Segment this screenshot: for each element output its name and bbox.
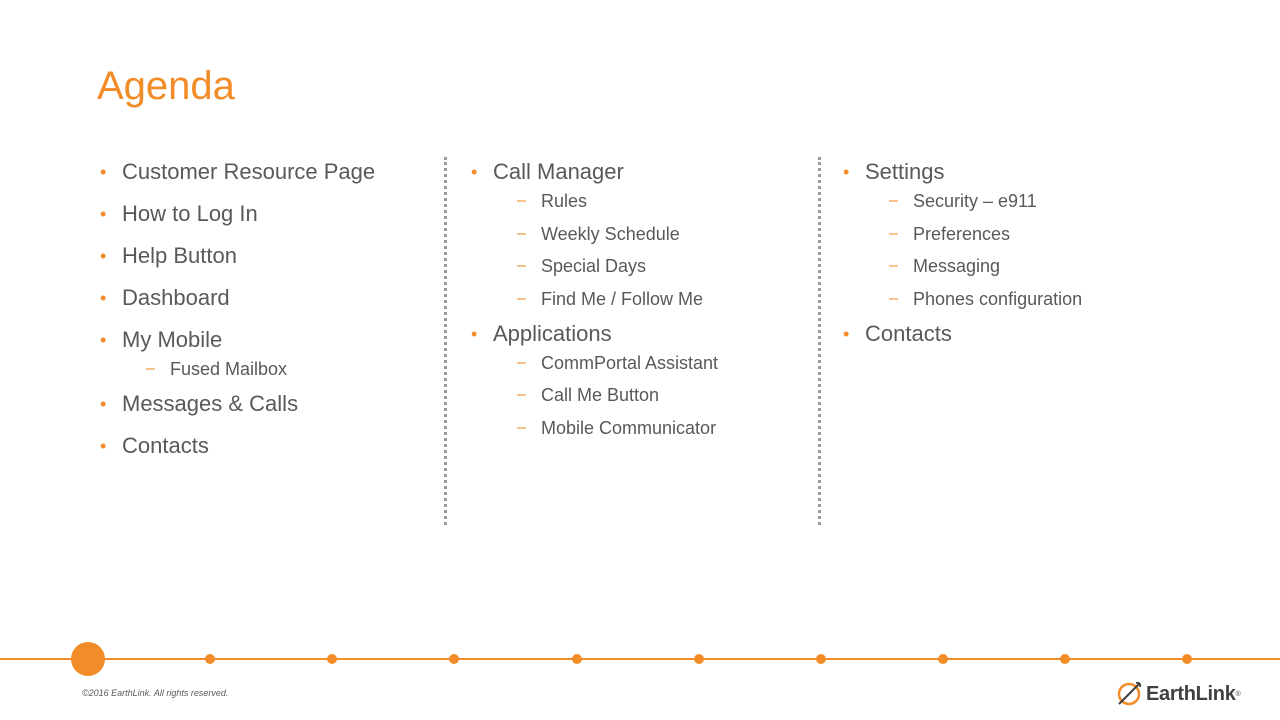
- agenda-list: • Customer Resource Page • How to Log In •…: [100, 158, 430, 460]
- agenda-subitem: ‒ Fused Mailbox: [122, 358, 430, 380]
- agenda-item-label: Settings: [865, 159, 945, 184]
- agenda-sublist: ‒ Fused Mailbox: [122, 358, 430, 380]
- dash-icon: ‒: [517, 224, 526, 242]
- agenda-column-3: • Settings ‒ Security – e911 ‒ Preferences …: [843, 158, 1173, 362]
- dash-icon: ‒: [889, 192, 898, 209]
- agenda-subitem-label: Phones configuration: [913, 288, 1083, 309]
- dash-icon: ‒: [889, 257, 898, 274]
- agenda-subitem-label: Rules: [541, 191, 588, 211]
- bullet-icon: •: [100, 394, 107, 414]
- agenda-item-label: Contacts: [122, 433, 209, 458]
- agenda-subitem: ‒ Security – e911: [865, 190, 1173, 212]
- agenda-subitem-label: Mobile Communicator: [541, 417, 717, 438]
- timeline-marker: [449, 654, 459, 664]
- dash-icon: ‒: [517, 418, 526, 436]
- agenda-item-label: Dashboard: [122, 285, 230, 310]
- bullet-icon: •: [843, 162, 850, 182]
- agenda-item: • Messages & Calls: [100, 390, 430, 418]
- agenda-sublist: ‒ Security – e911 ‒ Preferences ‒ Messaging…: [865, 190, 1173, 310]
- agenda-subitem-label: Special Days: [541, 256, 647, 276]
- agenda-item: • Call Manager ‒ Rules ‒ Weekly Schedule ‒ S…: [471, 158, 801, 310]
- copyright-notice: ©2016 EarthLink. All rights reserved.: [82, 688, 229, 698]
- bullet-icon: •: [471, 162, 478, 182]
- agenda-item: • Contacts: [843, 320, 1173, 348]
- agenda-sublist: ‒ CommPortal Assistant ‒ Call Me Button ‒ M…: [493, 352, 801, 439]
- progress-timeline: [0, 658, 1280, 660]
- registered-mark: ®: [1235, 690, 1241, 698]
- agenda-item-label: Customer Resource Page: [122, 159, 376, 184]
- timeline-marker: [1060, 654, 1070, 664]
- timeline-marker: [816, 654, 826, 664]
- agenda-item-label: Contacts: [865, 320, 952, 346]
- timeline-current-marker: [71, 642, 105, 676]
- agenda-subitem: ‒ Mobile Communicator: [493, 417, 801, 439]
- agenda-item-label: Call Manager: [493, 159, 624, 184]
- dash-icon: ‒: [889, 224, 898, 242]
- agenda-list: • Call Manager ‒ Rules ‒ Weekly Schedule ‒ S…: [471, 158, 801, 439]
- agenda-item: • Settings ‒ Security – e911 ‒ Preferences …: [843, 158, 1173, 310]
- agenda-subitem-label: Call Me Button: [541, 385, 660, 405]
- agenda-subitem-label: Security – e911: [913, 191, 1037, 211]
- agenda-subitem: ‒ CommPortal Assistant: [493, 352, 801, 374]
- agenda-item-label: Help Button: [122, 243, 237, 268]
- timeline-marker: [327, 654, 337, 664]
- bullet-icon: •: [471, 323, 478, 344]
- bullet-icon: •: [843, 323, 850, 344]
- agenda-item-label: How to Log In: [122, 201, 258, 226]
- agenda-item-label: Applications: [493, 320, 612, 346]
- timeline-marker: [1182, 654, 1192, 664]
- bullet-icon: •: [100, 436, 107, 456]
- column-divider: [444, 157, 447, 525]
- dash-icon: ‒: [146, 360, 155, 377]
- agenda-subitem: ‒ Find Me / Follow Me: [493, 288, 801, 310]
- slide-title: Agenda: [97, 64, 235, 108]
- timeline-marker: [205, 654, 215, 664]
- agenda-subitem-label: Weekly Schedule: [541, 223, 680, 244]
- agenda-subitem: ‒ Special Days: [493, 255, 801, 277]
- agenda-subitem: ‒ Weekly Schedule: [493, 223, 801, 245]
- agenda-sublist: ‒ Rules ‒ Weekly Schedule ‒ Special Days ‒ F…: [493, 190, 801, 310]
- agenda-item-label: Messages & Calls: [122, 391, 299, 416]
- bullet-icon: •: [100, 246, 107, 266]
- agenda-column-1: • Customer Resource Page • How to Log In •…: [100, 158, 430, 474]
- agenda-item: • Customer Resource Page: [100, 158, 430, 186]
- agenda-item: • Applications ‒ CommPortal Assistant ‒ Cal…: [471, 320, 801, 439]
- dash-icon: ‒: [517, 353, 526, 371]
- agenda-item: • How to Log In: [100, 200, 430, 228]
- timeline-marker: [694, 654, 704, 664]
- agenda-subitem: ‒ Messaging: [865, 255, 1173, 277]
- dash-icon: ‒: [517, 386, 526, 403]
- bullet-icon: •: [100, 330, 107, 350]
- timeline-marker: [938, 654, 948, 664]
- agenda-column-2: • Call Manager ‒ Rules ‒ Weekly Schedule ‒ S…: [471, 158, 801, 449]
- agenda-item: • Dashboard: [100, 284, 430, 312]
- agenda-subitem-label: CommPortal Assistant: [541, 352, 719, 373]
- column-divider: [818, 157, 821, 525]
- dash-icon: ‒: [517, 192, 526, 209]
- timeline-marker: [572, 654, 582, 664]
- earthlink-globe-icon: [1117, 681, 1142, 706]
- logo-wordmark: EarthLink: [1146, 682, 1236, 705]
- dash-icon: ‒: [889, 289, 898, 307]
- agenda-subitem: ‒ Preferences: [865, 223, 1173, 245]
- agenda-subitem: ‒ Rules: [493, 190, 801, 212]
- dash-icon: ‒: [517, 289, 526, 307]
- agenda-subitem-label: Messaging: [913, 256, 1001, 276]
- agenda-subitem-label: Find Me / Follow Me: [541, 288, 704, 309]
- bullet-icon: •: [100, 162, 107, 182]
- agenda-item: • My Mobile ‒ Fused Mailbox: [100, 326, 430, 380]
- agenda-subitem-label: Fused Mailbox: [170, 359, 288, 379]
- bullet-icon: •: [100, 288, 107, 308]
- agenda-list: • Settings ‒ Security – e911 ‒ Preferences …: [843, 158, 1173, 348]
- agenda-subitem: ‒ Call Me Button: [493, 384, 801, 406]
- dash-icon: ‒: [517, 257, 526, 274]
- agenda-subitem: ‒ Phones configuration: [865, 288, 1173, 310]
- earthlink-logo: EarthLink®: [1116, 680, 1241, 708]
- agenda-subitem-label: Preferences: [913, 223, 1011, 244]
- bullet-icon: •: [100, 204, 107, 224]
- agenda-item: • Contacts: [100, 432, 430, 460]
- agenda-item-label: My Mobile: [122, 327, 223, 352]
- agenda-item: • Help Button: [100, 242, 430, 270]
